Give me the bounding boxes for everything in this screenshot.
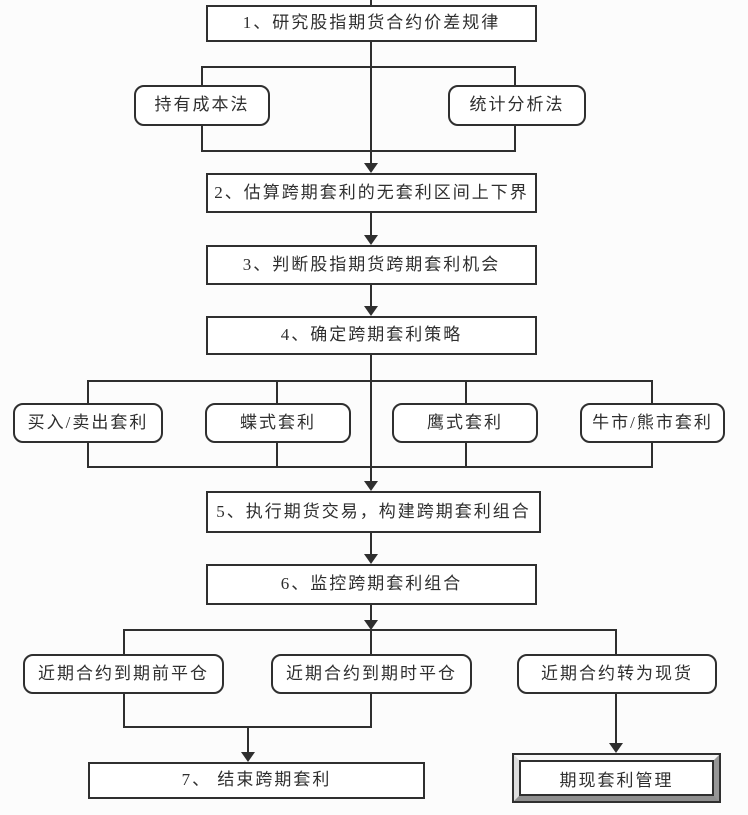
arrowhead-into-branch (364, 620, 378, 630)
arrowhead-into-final (609, 743, 623, 753)
node-step5: 5、执行期货交易，构建跨期套利组合 (206, 491, 541, 533)
arrowhead-into-step3 (364, 235, 378, 245)
arrowhead-into-step5 (364, 481, 378, 491)
node-strategy-eagle: 鹰式套利 (392, 403, 538, 443)
node-strategy-butterfly: 蝶式套利 (205, 403, 351, 443)
arrowhead-into-step7 (241, 752, 255, 762)
node-step7: 7、 结束跨期套利 (88, 762, 425, 799)
node-close-before-expiry: 近期合约到期前平仓 (23, 654, 224, 694)
connector-step3-step4 (370, 285, 372, 307)
arrowhead-into-step4 (364, 306, 378, 316)
node-final: 期现套利管理 (519, 760, 714, 796)
node-strategy-bull-bear: 牛市/熊市套利 (580, 403, 725, 443)
node-strategy-buy-sell: 买入/卖出套利 (13, 403, 163, 443)
connector-step5-step6 (370, 533, 372, 555)
node-stat-method: 统计分析法 (448, 85, 586, 126)
node-step6: 6、监控跨期套利组合 (206, 564, 537, 605)
strategies-bracket-frame (87, 380, 653, 468)
node-step3: 3、判断股指期货跨期套利机会 (206, 245, 537, 285)
node-convert-to-spot: 近期合约转为现货 (517, 654, 717, 694)
node-final-bevel: 期现套利管理 (514, 755, 719, 801)
connector-step1-step2 (370, 42, 372, 164)
connector-step2-step3 (370, 213, 372, 236)
connector-step4-step5 (370, 355, 372, 482)
node-cost-method: 持有成本法 (134, 85, 270, 126)
node-step1: 1、研究股指期货合约价差规律 (206, 5, 537, 42)
connector-branch-step7 (247, 726, 249, 754)
node-final-3d-frame: 期现套利管理 (512, 753, 721, 803)
arrowhead-into-step6 (364, 554, 378, 564)
node-step4: 4、确定跨期套利策略 (206, 316, 537, 355)
node-step2: 2、估算跨期套利的无套利区间上下界 (206, 173, 537, 213)
arrowhead-into-step2 (364, 163, 378, 173)
node-close-at-expiry: 近期合约到期时平仓 (271, 654, 472, 694)
connector-top-into-step1 (370, 0, 372, 5)
connector-step6-branch (370, 605, 372, 621)
